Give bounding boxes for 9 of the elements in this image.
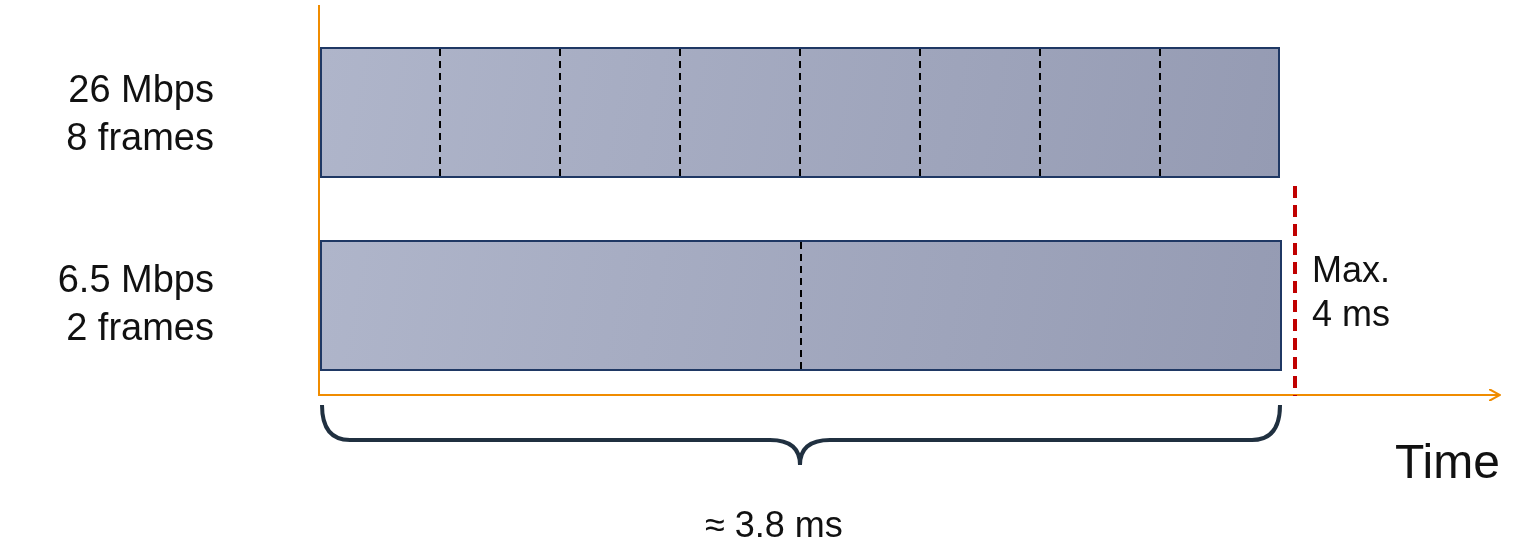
axis-title: Time: [1395, 434, 1500, 490]
duration-label: ≈ 3.8 ms: [705, 505, 843, 545]
frame-bar: [320, 47, 1280, 178]
data-rate-label: 26 Mbps: [67, 67, 214, 112]
frame-count-label: 2 frames: [65, 305, 214, 350]
frame-bar: [320, 240, 1282, 371]
deadline-label: Max. 4 ms: [1312, 248, 1391, 336]
data-rate-label: 6.5 Mbps: [56, 257, 214, 302]
frame-count-label: 8 frames: [65, 115, 214, 160]
